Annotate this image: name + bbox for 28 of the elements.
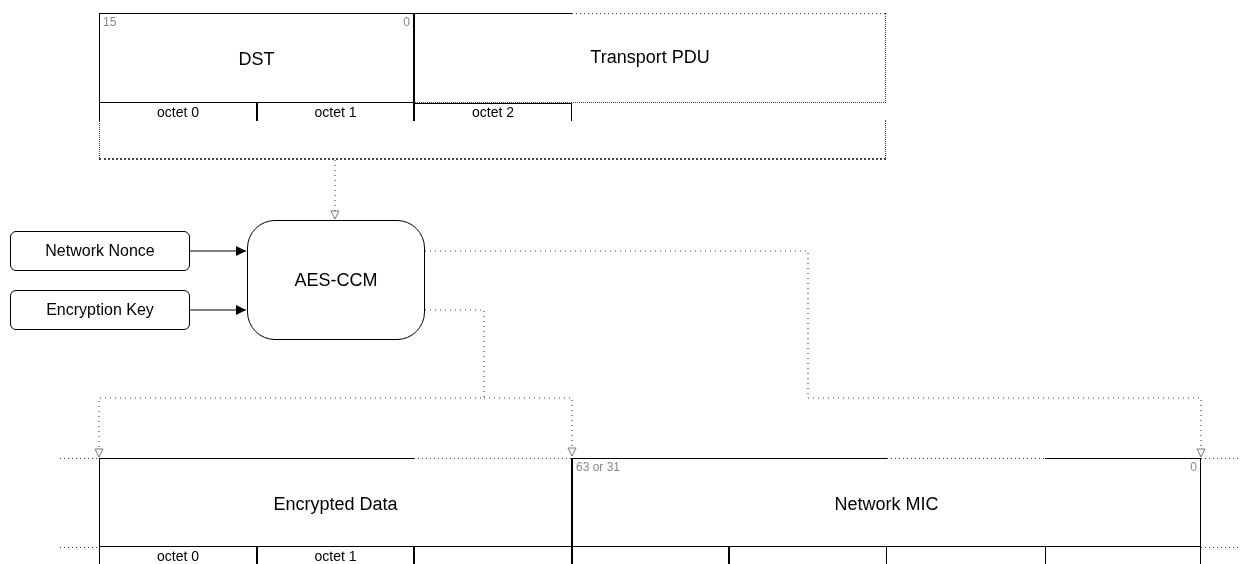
octet-cell: octet 0 xyxy=(99,547,257,564)
field-box xyxy=(572,458,1201,547)
arrow xyxy=(189,305,247,315)
input-box xyxy=(10,290,190,330)
dotted-arrow xyxy=(330,159,340,220)
octet-cell: octet 2 xyxy=(414,103,572,121)
field-label: Network Nonce xyxy=(45,242,155,260)
bit-number: 0 xyxy=(403,15,410,29)
arrow xyxy=(189,246,247,256)
field-box xyxy=(99,13,414,103)
bit-number: 0 xyxy=(1190,460,1197,474)
octet-cell: octet 1 xyxy=(257,103,414,121)
field-label: DST xyxy=(238,49,275,70)
field-label: Network MIC xyxy=(834,493,939,515)
field-label: Encryption Key xyxy=(46,301,154,319)
field-box xyxy=(414,13,886,103)
dotted-bracket xyxy=(99,120,886,160)
octet-cell: octet 1 xyxy=(257,547,414,564)
bit-number: 15 xyxy=(103,15,117,29)
field-label: Transport PDU xyxy=(590,47,710,68)
bit-number: 63 or 31 xyxy=(576,460,621,474)
field-box xyxy=(99,458,572,547)
dotted-arrow xyxy=(94,309,485,458)
process-box xyxy=(247,220,425,340)
field-label: AES-CCM xyxy=(294,269,378,291)
octet-cell: octet 0 xyxy=(99,103,257,121)
field-label: Encrypted Data xyxy=(273,493,398,515)
input-box xyxy=(10,231,190,271)
